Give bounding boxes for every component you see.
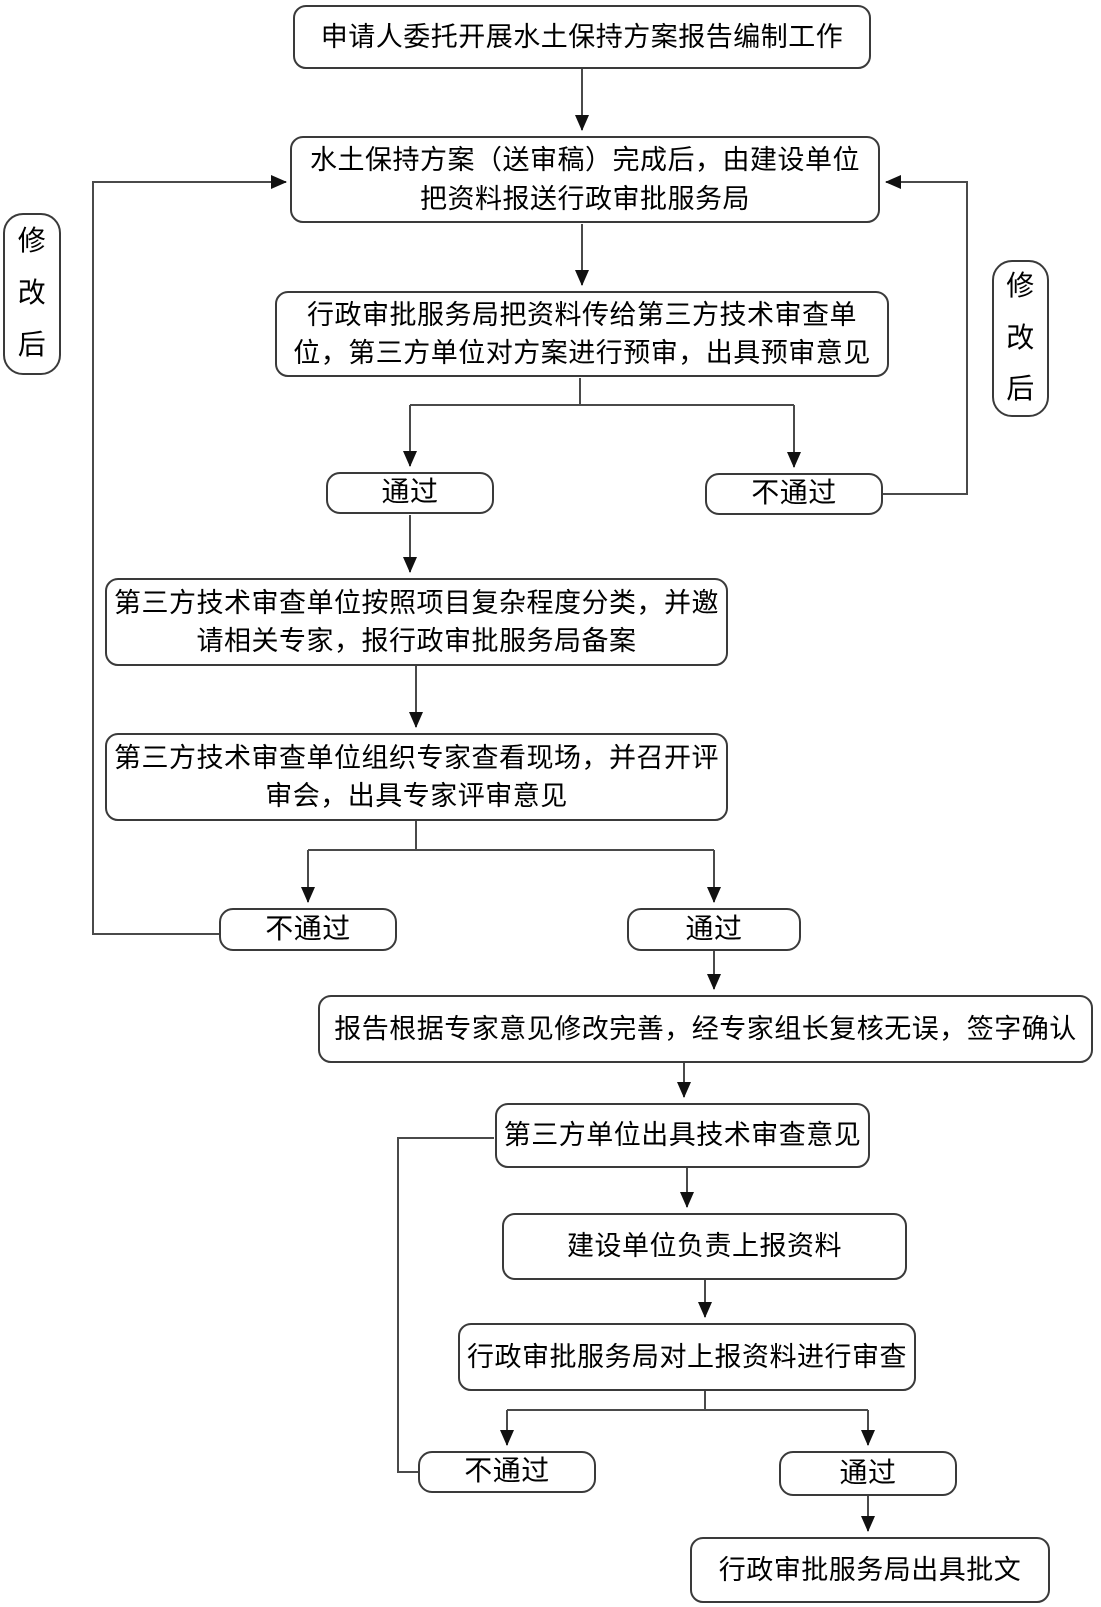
decision-final-pass: 通过 [779,1451,957,1496]
feedback-right-after-revision [883,175,968,495]
node-site-visit-review-meeting: 第三方技术审查单位组织专家查看现场，并召开评审会，出具专家评审意见 [105,733,728,821]
decision-preliminary-pass: 通过 [326,472,494,514]
after-revision-right-text: 修改后 [1006,270,1035,406]
node-forward-to-third-party: 行政审批服务局把资料传给第三方技术审查单位，第三方单位对方案进行预审，出具预审意… [275,291,889,377]
node-submit-draft-to-bureau: 水土保持方案（送审稿）完成后，由建设单位把资料报送行政审批服务局 [290,136,880,223]
node-bureau-review-materials: 行政审批服务局对上报资料进行审查 [458,1323,916,1391]
label-after-revision-right: 修改后 [992,260,1049,417]
after-revision-left-text: 修改后 [17,226,47,361]
split-preliminary [410,378,794,406]
label-after-revision-left: 修改后 [3,213,61,375]
decision-expert-review-fail: 不通过 [219,908,397,951]
decision-preliminary-fail: 不通过 [705,473,883,515]
node-classify-invite-experts: 第三方技术审查单位按照项目复杂程度分类，并邀请相关专家，报行政审批服务局备案 [105,578,728,666]
node-submit-materials: 建设单位负责上报资料 [502,1213,907,1280]
node-issue-technical-opinion: 第三方单位出具技术审查意见 [495,1103,870,1168]
decision-expert-review-pass: 通过 [627,908,801,951]
node-issue-approval-document: 行政审批服务局出具批文 [690,1537,1050,1603]
node-revise-and-confirm: 报告根据专家意见修改完善，经专家组长复核无误，签字确认 [318,995,1093,1063]
split-final-review [507,1391,868,1411]
feedback-final-fail-to-opinion [397,1137,494,1473]
split-expert-review [308,821,714,851]
decision-final-fail: 不通过 [418,1451,596,1493]
node-entrust-plan-preparation: 申请人委托开展水土保持方案报告编制工作 [293,5,871,69]
feedback-left-after-revision [92,175,287,935]
